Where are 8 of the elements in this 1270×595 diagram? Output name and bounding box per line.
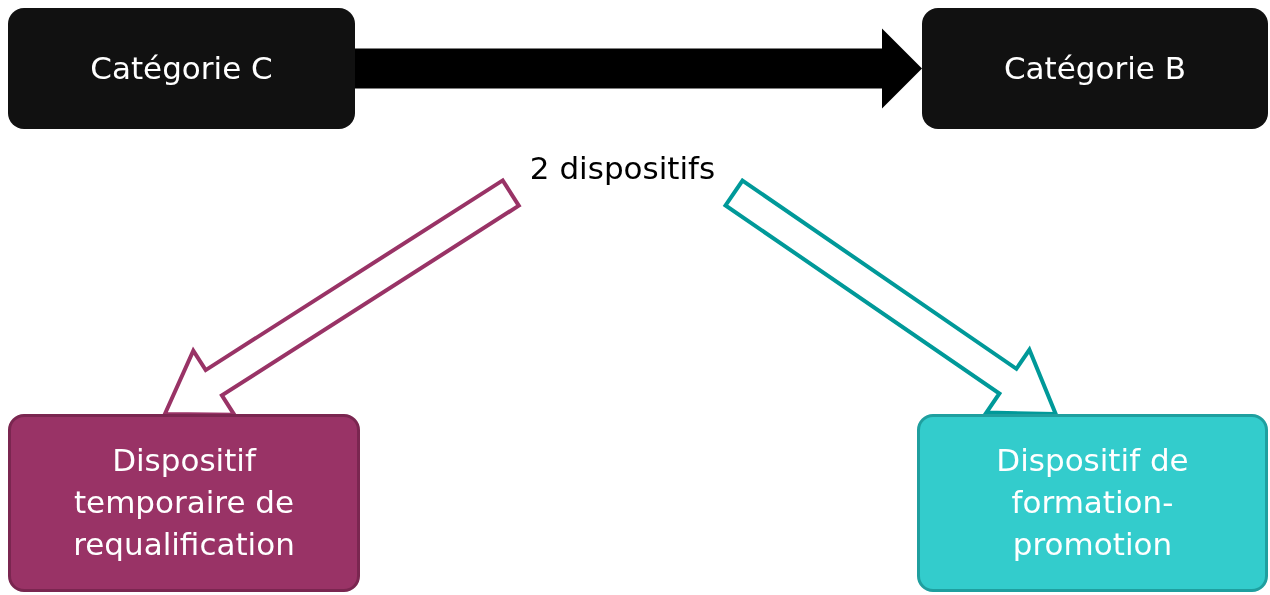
category-box: Catégorie B <box>922 8 1268 129</box>
device-box: Dispositif temporaire de requalification <box>8 414 360 592</box>
category-box: Catégorie C <box>8 8 355 129</box>
block-arrow <box>355 28 922 109</box>
device-box: Dispositif de formation-promotion <box>917 414 1268 592</box>
note-text: 2 dispositifs <box>529 149 716 189</box>
block-arrow <box>722 177 1059 417</box>
block-arrow <box>161 177 522 417</box>
